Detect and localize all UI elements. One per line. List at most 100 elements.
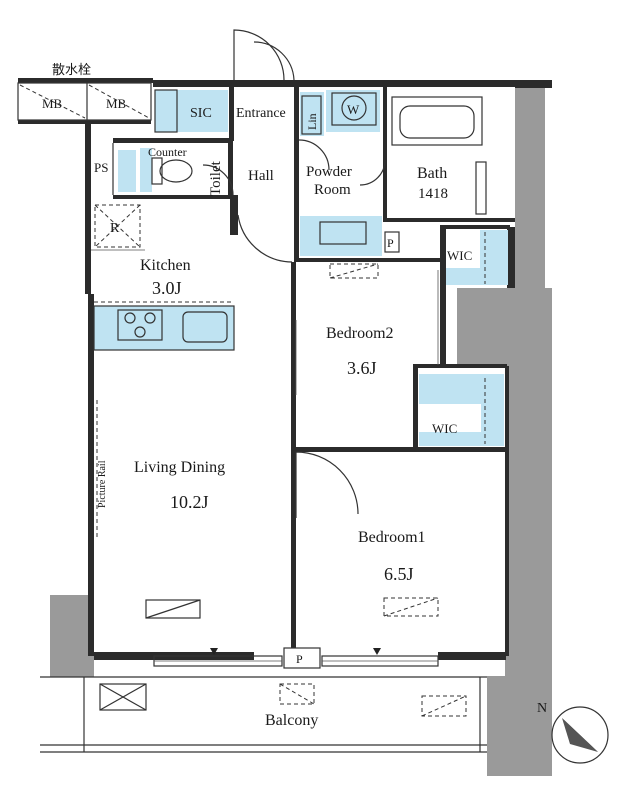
wall-left-upper: [85, 124, 91, 294]
powder-door: [298, 139, 330, 171]
floor-mark-living: [145, 599, 201, 619]
wall-right-upper: [507, 227, 515, 288]
burner-1: [124, 312, 136, 324]
label-p-bottom: P: [296, 652, 303, 666]
label-bedroom1: Bedroom1: [358, 529, 426, 546]
label-sic: SIC: [190, 106, 212, 121]
label-bath-size: 1418: [418, 186, 448, 202]
washer-outline: [331, 92, 377, 126]
fridge-space: [94, 204, 141, 248]
wic-top-shelf: [480, 230, 508, 285]
wall-right-mid: [440, 227, 446, 367]
wall-left: [88, 294, 94, 656]
wic-bottom-shelf-3: [481, 374, 504, 446]
kitchen-sink: [182, 311, 228, 343]
label-r: R: [110, 221, 120, 236]
wall-top: [153, 80, 515, 87]
evac-hatch-1-x: [279, 683, 315, 705]
vanity-basin: [319, 221, 367, 245]
label-living-dining: Living Dining: [134, 459, 225, 476]
label-counter: Counter: [148, 145, 187, 159]
linen-outline: [301, 95, 322, 135]
column-top-right: [515, 88, 545, 288]
wall-bottom-right: [438, 652, 506, 660]
label-north: N: [537, 701, 547, 716]
fridge-x2: [94, 204, 141, 248]
compass-ring: [551, 706, 609, 764]
wic-bottom-shelf-2: [419, 432, 481, 446]
wall-top-shaft: [18, 78, 153, 83]
p-box-bottom: [284, 648, 320, 668]
p-box-top: [384, 231, 400, 253]
wall-toilet-right: [228, 138, 233, 198]
floor-mark-powder: [329, 263, 379, 279]
wall-entrance-right: [294, 87, 299, 262]
label-toilet: Toilet: [208, 160, 224, 196]
floor-mark-bed1: [383, 597, 439, 617]
window-marker-right: [373, 648, 381, 655]
label-sansui: 散水栓: [52, 62, 91, 77]
label-powder-1: Powder: [306, 164, 352, 180]
label-wic-bottom: WIC: [432, 421, 457, 436]
evac-hatch-2-x: [421, 695, 467, 717]
kitchen-counter: [94, 306, 234, 350]
wall-wic-left: [413, 366, 418, 451]
wic-top-shelf-2: [446, 268, 480, 285]
label-lin: Lin: [305, 113, 319, 130]
wall-mb-bottom: [18, 120, 151, 124]
burner-2: [144, 312, 156, 324]
wall-bed2-left: [291, 262, 296, 650]
toilet-bowl: [159, 159, 193, 183]
bath-door: [359, 159, 386, 186]
floor-mark-living-x: [145, 599, 201, 619]
washer-drum: [341, 95, 367, 121]
wall-powder-bottom: [296, 258, 446, 262]
evac-hatch-1: [279, 683, 315, 705]
label-mb-right: MB: [106, 96, 127, 111]
evac-hatch-2: [421, 695, 467, 717]
wall-bath-bottom: [385, 218, 515, 222]
column-bottom-right: [487, 676, 552, 776]
label-bedroom1-size: 6.5J: [384, 564, 414, 584]
wall-wic-top: [413, 364, 507, 368]
wall-wic-top-mid: [440, 225, 510, 229]
column-right-mid: [457, 288, 552, 366]
mb-shaft-outline: [17, 82, 152, 121]
stove: [117, 309, 163, 341]
p-box-outline: [283, 647, 321, 669]
label-w: W: [347, 102, 360, 117]
toilet-tank: [151, 157, 163, 185]
bath-tap-panel: [475, 161, 487, 215]
label-entrance: Entrance: [236, 106, 286, 121]
wall-toilet-top: [113, 138, 233, 143]
wall-top-right-cap: [515, 80, 552, 88]
toilet-door: [202, 164, 234, 196]
wall-bed-divider: [296, 447, 416, 452]
wall-wic-bottom: [416, 447, 506, 452]
label-bedroom2: Bedroom2: [326, 325, 394, 342]
ac-x2: [99, 683, 147, 711]
mb-x2: [88, 84, 150, 119]
ps-shaft: [118, 150, 136, 192]
wall-right-lower: [505, 366, 509, 656]
column-bottom-left: [50, 595, 94, 677]
label-p-top: P: [387, 236, 394, 250]
linen-closet: [300, 92, 324, 136]
label-bath: Bath: [417, 165, 447, 182]
toilet-counter: [140, 148, 152, 192]
bathtub: [391, 96, 483, 146]
sic-shelf-edge: [154, 89, 178, 133]
sic-storage: [155, 90, 228, 132]
ac-unit: [99, 683, 147, 711]
bedroom1-door: [295, 451, 359, 518]
column-right-lower: [505, 366, 552, 676]
label-powder-2: Room: [314, 182, 351, 198]
floor-mark-powder-x: [329, 263, 379, 279]
entrance-door-2: [253, 41, 295, 81]
mb-x1: [19, 84, 86, 119]
bathtub-inner: [399, 105, 475, 139]
label-bedroom2-size: 3.6J: [347, 358, 377, 378]
compass-needle-2: [562, 718, 598, 752]
label-kitchen: Kitchen: [140, 257, 191, 274]
